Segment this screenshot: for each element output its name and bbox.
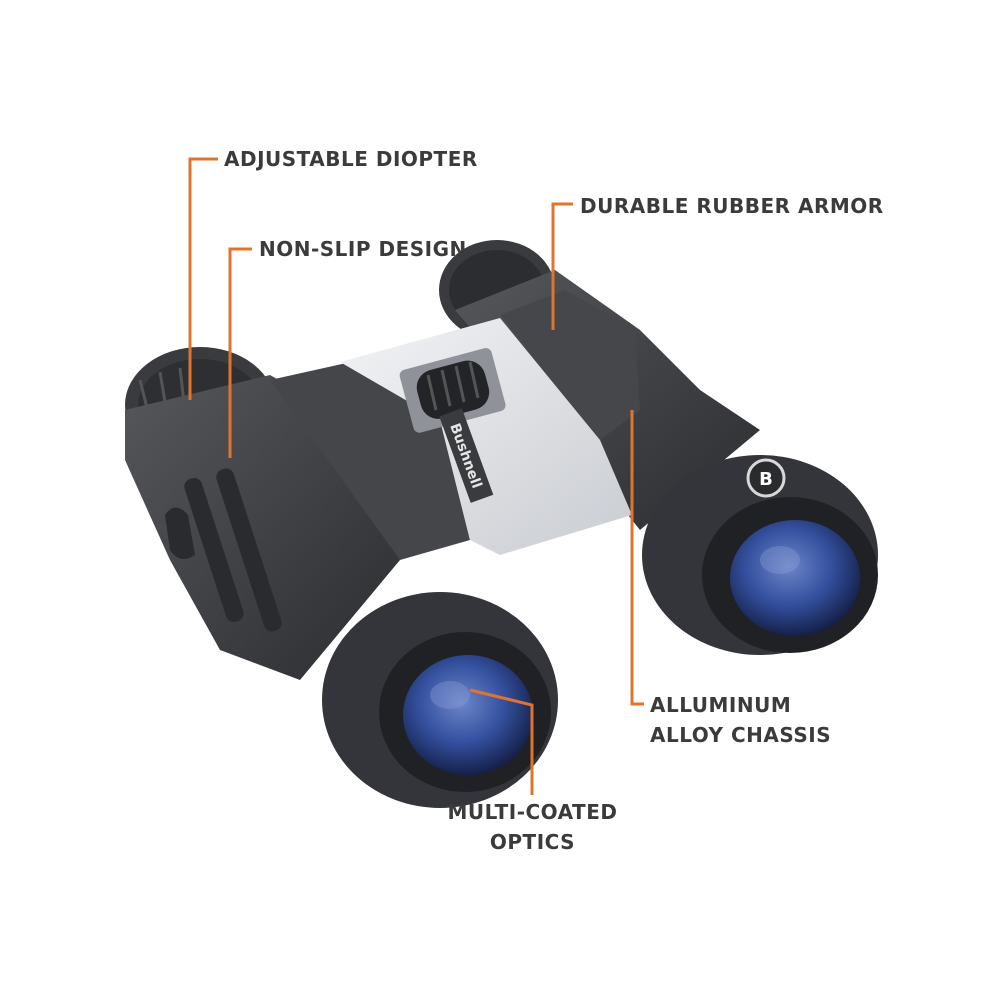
callout-durable-rubber-armor: DURABLE RUBBER ARMOR bbox=[580, 191, 884, 221]
callout-nonslip-text: NON-SLIP DESIGN bbox=[259, 237, 467, 261]
left-objective bbox=[322, 592, 558, 808]
callout-aluminum-chassis: ALLUMINUM ALLOY CHASSIS bbox=[650, 690, 831, 750]
optics-leader bbox=[469, 688, 534, 795]
chassis-leader bbox=[630, 410, 644, 706]
nonslip-leader bbox=[228, 247, 252, 458]
diopter-leader bbox=[188, 157, 218, 400]
grip-ribs bbox=[184, 468, 282, 632]
right-objective: B bbox=[642, 455, 878, 655]
callout-multi-coated-optics: MULTI-COATED OPTICS bbox=[430, 797, 635, 857]
callout-adjustable-diopter: ADJUSTABLE DIOPTER bbox=[224, 144, 478, 174]
focus-wheel bbox=[399, 348, 506, 433]
strap-lug bbox=[165, 507, 195, 559]
callout-optics-line2: OPTICS bbox=[489, 830, 576, 854]
callout-leaders bbox=[188, 157, 644, 795]
callout-chassis-line2: ALLOY CHASSIS bbox=[650, 723, 832, 747]
callout-non-slip-design: NON-SLIP DESIGN bbox=[259, 234, 467, 264]
callout-diopter-text: ADJUSTABLE DIOPTER bbox=[224, 147, 478, 171]
callout-optics-line1: MULTI-COATED bbox=[447, 800, 618, 824]
armor-right-panel bbox=[500, 290, 640, 440]
callout-armor-text: DURABLE RUBBER ARMOR bbox=[580, 194, 884, 218]
brand-badge-letter: B bbox=[759, 469, 773, 490]
armor-leader bbox=[551, 202, 573, 330]
callout-chassis-line1: ALLUMINUM bbox=[650, 693, 792, 717]
brand-badge-icon bbox=[746, 458, 786, 498]
